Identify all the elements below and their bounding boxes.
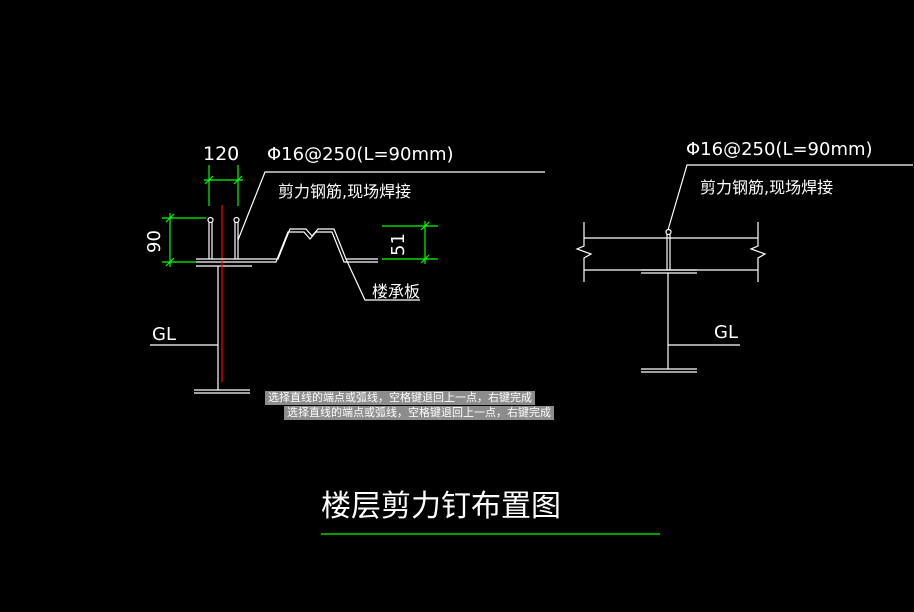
left-dim-width-label: 120 (203, 143, 239, 165)
left-stud-leader (237, 171, 545, 241)
right-stud-note-label: 剪力钢筋,现场焊接 (700, 178, 833, 197)
left-stud-spec-label: Φ16@250(L=90mm) (267, 144, 454, 165)
left-steel-beam (194, 261, 252, 394)
left-detail-labels: 120 90 51 Φ16@250(L=90mm) 剪力钢筋,现场焊接 楼承板 … (144, 143, 454, 345)
left-beam-label: GL (152, 324, 176, 345)
right-stud-spec-label: Φ16@250(L=90mm) (686, 139, 873, 160)
left-detail (150, 165, 545, 394)
right-stud-leader (667, 164, 913, 231)
right-detail (575, 164, 913, 373)
right-concrete-slab (575, 222, 767, 282)
command-prompt-2: 选择直线的端点或弧线，空格键退回上一点，右键完成 (284, 406, 554, 420)
right-shear-stud (665, 228, 672, 270)
right-beam-label: GL (714, 322, 738, 343)
drawing-title: 楼层剪力钉布置图 (321, 489, 561, 524)
left-stud-note-label: 剪力钢筋,现场焊接 (278, 182, 411, 201)
left-steel-deck-lower (252, 231, 378, 263)
left-deck-label: 楼承板 (372, 282, 420, 301)
left-dim-rib-label: 51 (388, 233, 409, 256)
command-prompt-1: 选择直线的端点或弧线，空格键退回上一点，右键完成 (265, 391, 535, 405)
left-deck-leader (345, 258, 420, 301)
left-shear-studs (207, 216, 240, 259)
left-dim-height-label: 90 (144, 230, 165, 253)
left-dimensions (162, 165, 438, 267)
right-detail-labels: Φ16@250(L=90mm) 剪力钢筋,现场焊接 GL (686, 139, 873, 343)
right-steel-beam (641, 269, 697, 373)
